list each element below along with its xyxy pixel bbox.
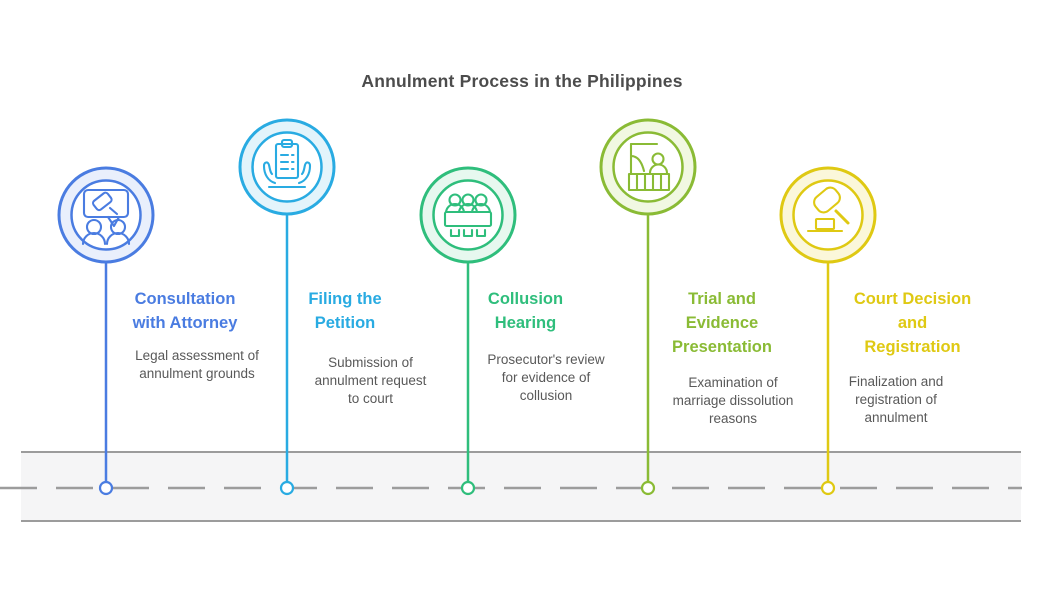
- hearing-panel-icon: [443, 193, 493, 238]
- step-1-marker: [57, 166, 155, 496]
- step-3-marker: [419, 166, 517, 496]
- step-4-marker: [599, 118, 697, 496]
- step-5-marker: [779, 166, 877, 496]
- step-4-description: Examination of marriage dissolution reas…: [672, 375, 794, 426]
- witness-stand-icon: [627, 142, 671, 192]
- step-4-title: Trial and Evidence Presentation: [672, 290, 772, 356]
- step-1-road-node: [98, 480, 114, 496]
- step-2-inner-ring: [251, 131, 323, 203]
- step-5-inner-ring: [792, 179, 864, 251]
- step-4-inner-ring: [612, 131, 684, 203]
- step-1-description: Legal assessment of annulment grounds: [135, 348, 259, 381]
- gavel-icon: [806, 186, 850, 233]
- step-2-road-node: [279, 480, 295, 496]
- petition-document-icon: [262, 138, 312, 189]
- attorney-consultation-icon: [81, 188, 131, 246]
- step-5-description: Finalization and registration of annulme…: [848, 374, 944, 425]
- step-5-title: Court Decision and Registration: [853, 290, 972, 356]
- road-band: [21, 451, 1021, 522]
- step-2-title: Filing the Petition: [308, 290, 382, 332]
- step-4-road-node: [640, 480, 656, 496]
- step-3-description: Prosecutor's review for evidence of coll…: [487, 352, 605, 403]
- step-3-title: Collusion Hearing: [487, 290, 564, 332]
- step-2-marker: [238, 118, 336, 496]
- step-1-title: Consultation with Attorney: [132, 290, 238, 332]
- step-2-description: Submission of annulment request to court: [314, 355, 427, 406]
- step-3-road-node: [460, 480, 476, 496]
- step-5-road-node: [820, 480, 836, 496]
- page-title: Annulment Process in the Philippines: [361, 71, 683, 91]
